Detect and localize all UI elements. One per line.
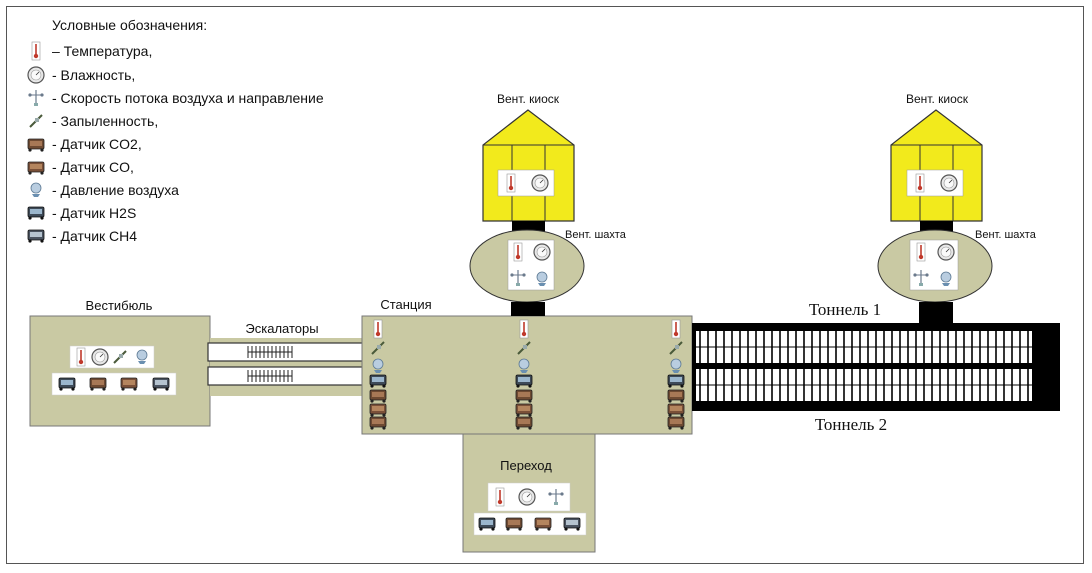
legend-item-humidity: - Влажность, [52, 67, 135, 83]
legend: Условные обозначения: – Температура, - В… [27, 17, 324, 244]
legend-item-h2s: - Датчик H2S [52, 205, 136, 221]
vent-kiosk-2-label: Вент. киоск [906, 92, 969, 106]
station-label: Станция [380, 297, 431, 312]
h2s-sensor-icon [27, 206, 45, 221]
thermometer-icon [495, 487, 505, 507]
legend-item-temperature: – Температура, [52, 43, 152, 59]
vent-shaft-1-label: Вент. шахта [565, 229, 627, 241]
thermometer-icon [916, 242, 926, 262]
passage-label: Переход [500, 458, 552, 473]
hygrometer-icon [91, 348, 109, 366]
vent-shaft-2-label: Вент. шахта [975, 229, 1037, 241]
hygrometer-icon [27, 66, 45, 84]
vestibule-zone: Вестибюль [29, 298, 211, 427]
passage-zone: Переход [462, 433, 596, 553]
dust-sensor-icon [29, 114, 43, 128]
co-sensor-icon [27, 161, 45, 176]
legend-item-ch4: - Датчик CH4 [52, 228, 137, 244]
hygrometer-icon [937, 243, 955, 261]
legend-item-airflow: - Скорость потока воздуха и направление [52, 90, 324, 106]
tunnels: Тоннель 1 Тоннель 2 [692, 300, 1060, 434]
ch4-sensor-icon [27, 229, 45, 244]
pressure-sensor-icon [30, 182, 42, 198]
escalators: Эскалаторы [207, 321, 365, 396]
vent-kiosk-1-label: Вент. киоск [497, 92, 560, 106]
hygrometer-icon [531, 174, 549, 192]
thermometer-icon [76, 347, 86, 367]
legend-title: Условные обозначения: [52, 17, 207, 33]
thermometer-icon [31, 41, 41, 61]
legend-item-co2: - Датчик CO2, [52, 136, 142, 152]
hygrometer-icon [518, 488, 536, 506]
tunnel-2-label: Тоннель 2 [815, 415, 887, 434]
tunnel-1-label: Тоннель 1 [809, 300, 881, 319]
anemometer-icon [27, 89, 45, 107]
vestibule-label: Вестибюль [86, 298, 153, 313]
hygrometer-icon [533, 243, 551, 261]
vent-structure-2: Вент. киоск Вент. шахта [877, 92, 1037, 323]
hygrometer-icon [940, 174, 958, 192]
thermometer-icon [513, 242, 523, 262]
legend-item-pressure: - Давление воздуха [52, 182, 179, 198]
co2-sensor-icon [27, 138, 45, 153]
station-zone: Станция [361, 297, 693, 435]
diagram-frame [6, 6, 1084, 564]
legend-item-dust: - Запыленность, [52, 113, 158, 129]
thermometer-icon [915, 173, 925, 193]
legend-item-co: - Датчик CO, [52, 159, 134, 175]
escalators-label: Эскалаторы [245, 321, 318, 336]
thermometer-icon [506, 173, 516, 193]
vent-structure-1: Вент. киоск Вент. шахта [469, 92, 627, 316]
